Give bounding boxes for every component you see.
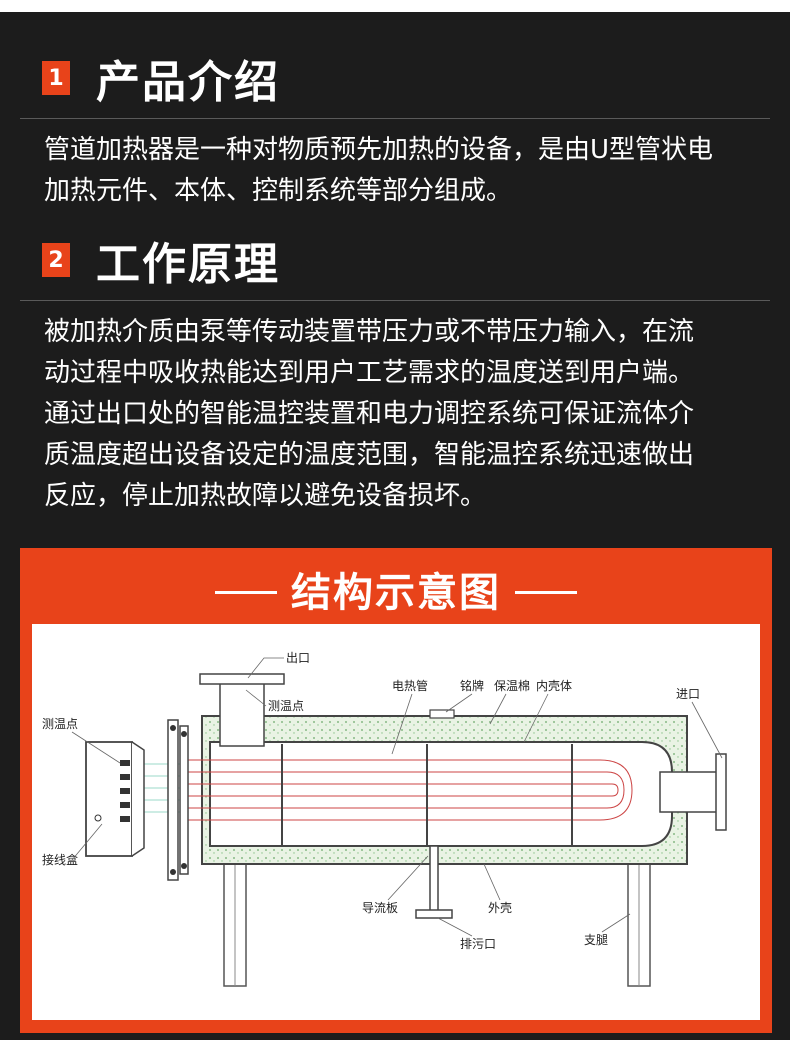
nameplate (429, 709, 455, 719)
label-outlet: 出口 (286, 651, 310, 665)
inlet-flange (715, 753, 727, 831)
end-flange (167, 719, 179, 881)
label-drain: 排污口 (460, 937, 496, 951)
paragraph-line: 通过出口处的智能温控装置和电力调控系统可保证流体介 (44, 399, 695, 429)
outlet-flange (199, 673, 285, 685)
section-2-header: 2 工作原理 (42, 230, 280, 290)
drain-pipe (429, 845, 439, 913)
label-nameplate: 铭牌 (460, 678, 484, 693)
label-temp-point-left: 测温点 (42, 717, 78, 731)
label-support-leg: 支腿 (584, 933, 608, 947)
flange-bolts (170, 725, 187, 875)
label-outer-shell: 外壳 (488, 901, 512, 915)
paragraph-line: 被加热介质由泵等传动装置带压力或不带压力输入，在流 (44, 317, 695, 347)
diagram-heading: 结构示意图 (20, 560, 772, 618)
label-inner-shell: 内壳体 (536, 679, 572, 693)
top-band (0, 0, 790, 12)
title-dash-left (215, 590, 277, 594)
leader-lines (71, 657, 723, 937)
paragraph-line: 反应，停止加热故障以避免设备损坏。 (44, 481, 487, 511)
section-1-paragraph: 管道加热器是一种对物质预先加热的设备，是由U型管状电 加热元件、本体、控制系统等… (44, 130, 774, 212)
section-divider (20, 300, 770, 301)
label-heating-tube: 电热管 (392, 678, 428, 693)
inner-shell (209, 741, 673, 847)
label-insulation: 保温棉 (494, 679, 530, 693)
junction-box (85, 741, 133, 857)
paragraph-line: 管道加热器是一种对物质预先加热的设备，是由U型管状电 (44, 135, 714, 165)
structure-diagram: 出口 测温点 电热管 铭牌 保温棉 内壳体 进口 测温点 接线盒 导流板 外壳 … (32, 624, 760, 1020)
section-divider (20, 118, 770, 119)
terminal-posts (120, 760, 130, 822)
diagram-panel: 结构示意图 (20, 548, 772, 1033)
paragraph-line: 质温度超出设备设定的温度范围，智能温控系统迅速做出 (44, 440, 695, 470)
heating-tubes (182, 759, 633, 821)
paragraph-line: 动过程中吸收热能达到用户工艺需求的温度送到用户端。 (44, 358, 695, 388)
heater-schematic: 出口 测温点 电热管 铭牌 保温棉 内壳体 进口 测温点 接线盒 导流板 外壳 … (42, 651, 727, 987)
label-baffle: 导流板 (362, 901, 398, 915)
inlet-pipe (659, 771, 721, 813)
paragraph-line: 加热元件、本体、控制系统等部分组成。 (44, 176, 513, 206)
diagram-title: 结构示意图 (291, 570, 501, 616)
section-number-badge: 2 (42, 243, 70, 277)
section-title: 工作原理 (96, 239, 280, 290)
drain-flange (415, 909, 453, 919)
outlet-pipe (219, 681, 265, 747)
end-flange (179, 725, 189, 875)
label-temp-point-top: 测温点 (268, 699, 304, 713)
title-dash-right (515, 590, 577, 594)
label-junction-box: 接线盒 (42, 852, 78, 867)
section-number-badge: 1 (42, 61, 70, 95)
section-1-header: 1 产品介绍 (42, 48, 280, 108)
section-2-paragraph: 被加热介质由泵等传动装置带压力或不带压力输入，在流 动过程中吸收热能达到用户工艺… (44, 312, 774, 517)
section-title: 产品介绍 (96, 57, 280, 108)
label-inlet: 进口 (676, 687, 700, 701)
